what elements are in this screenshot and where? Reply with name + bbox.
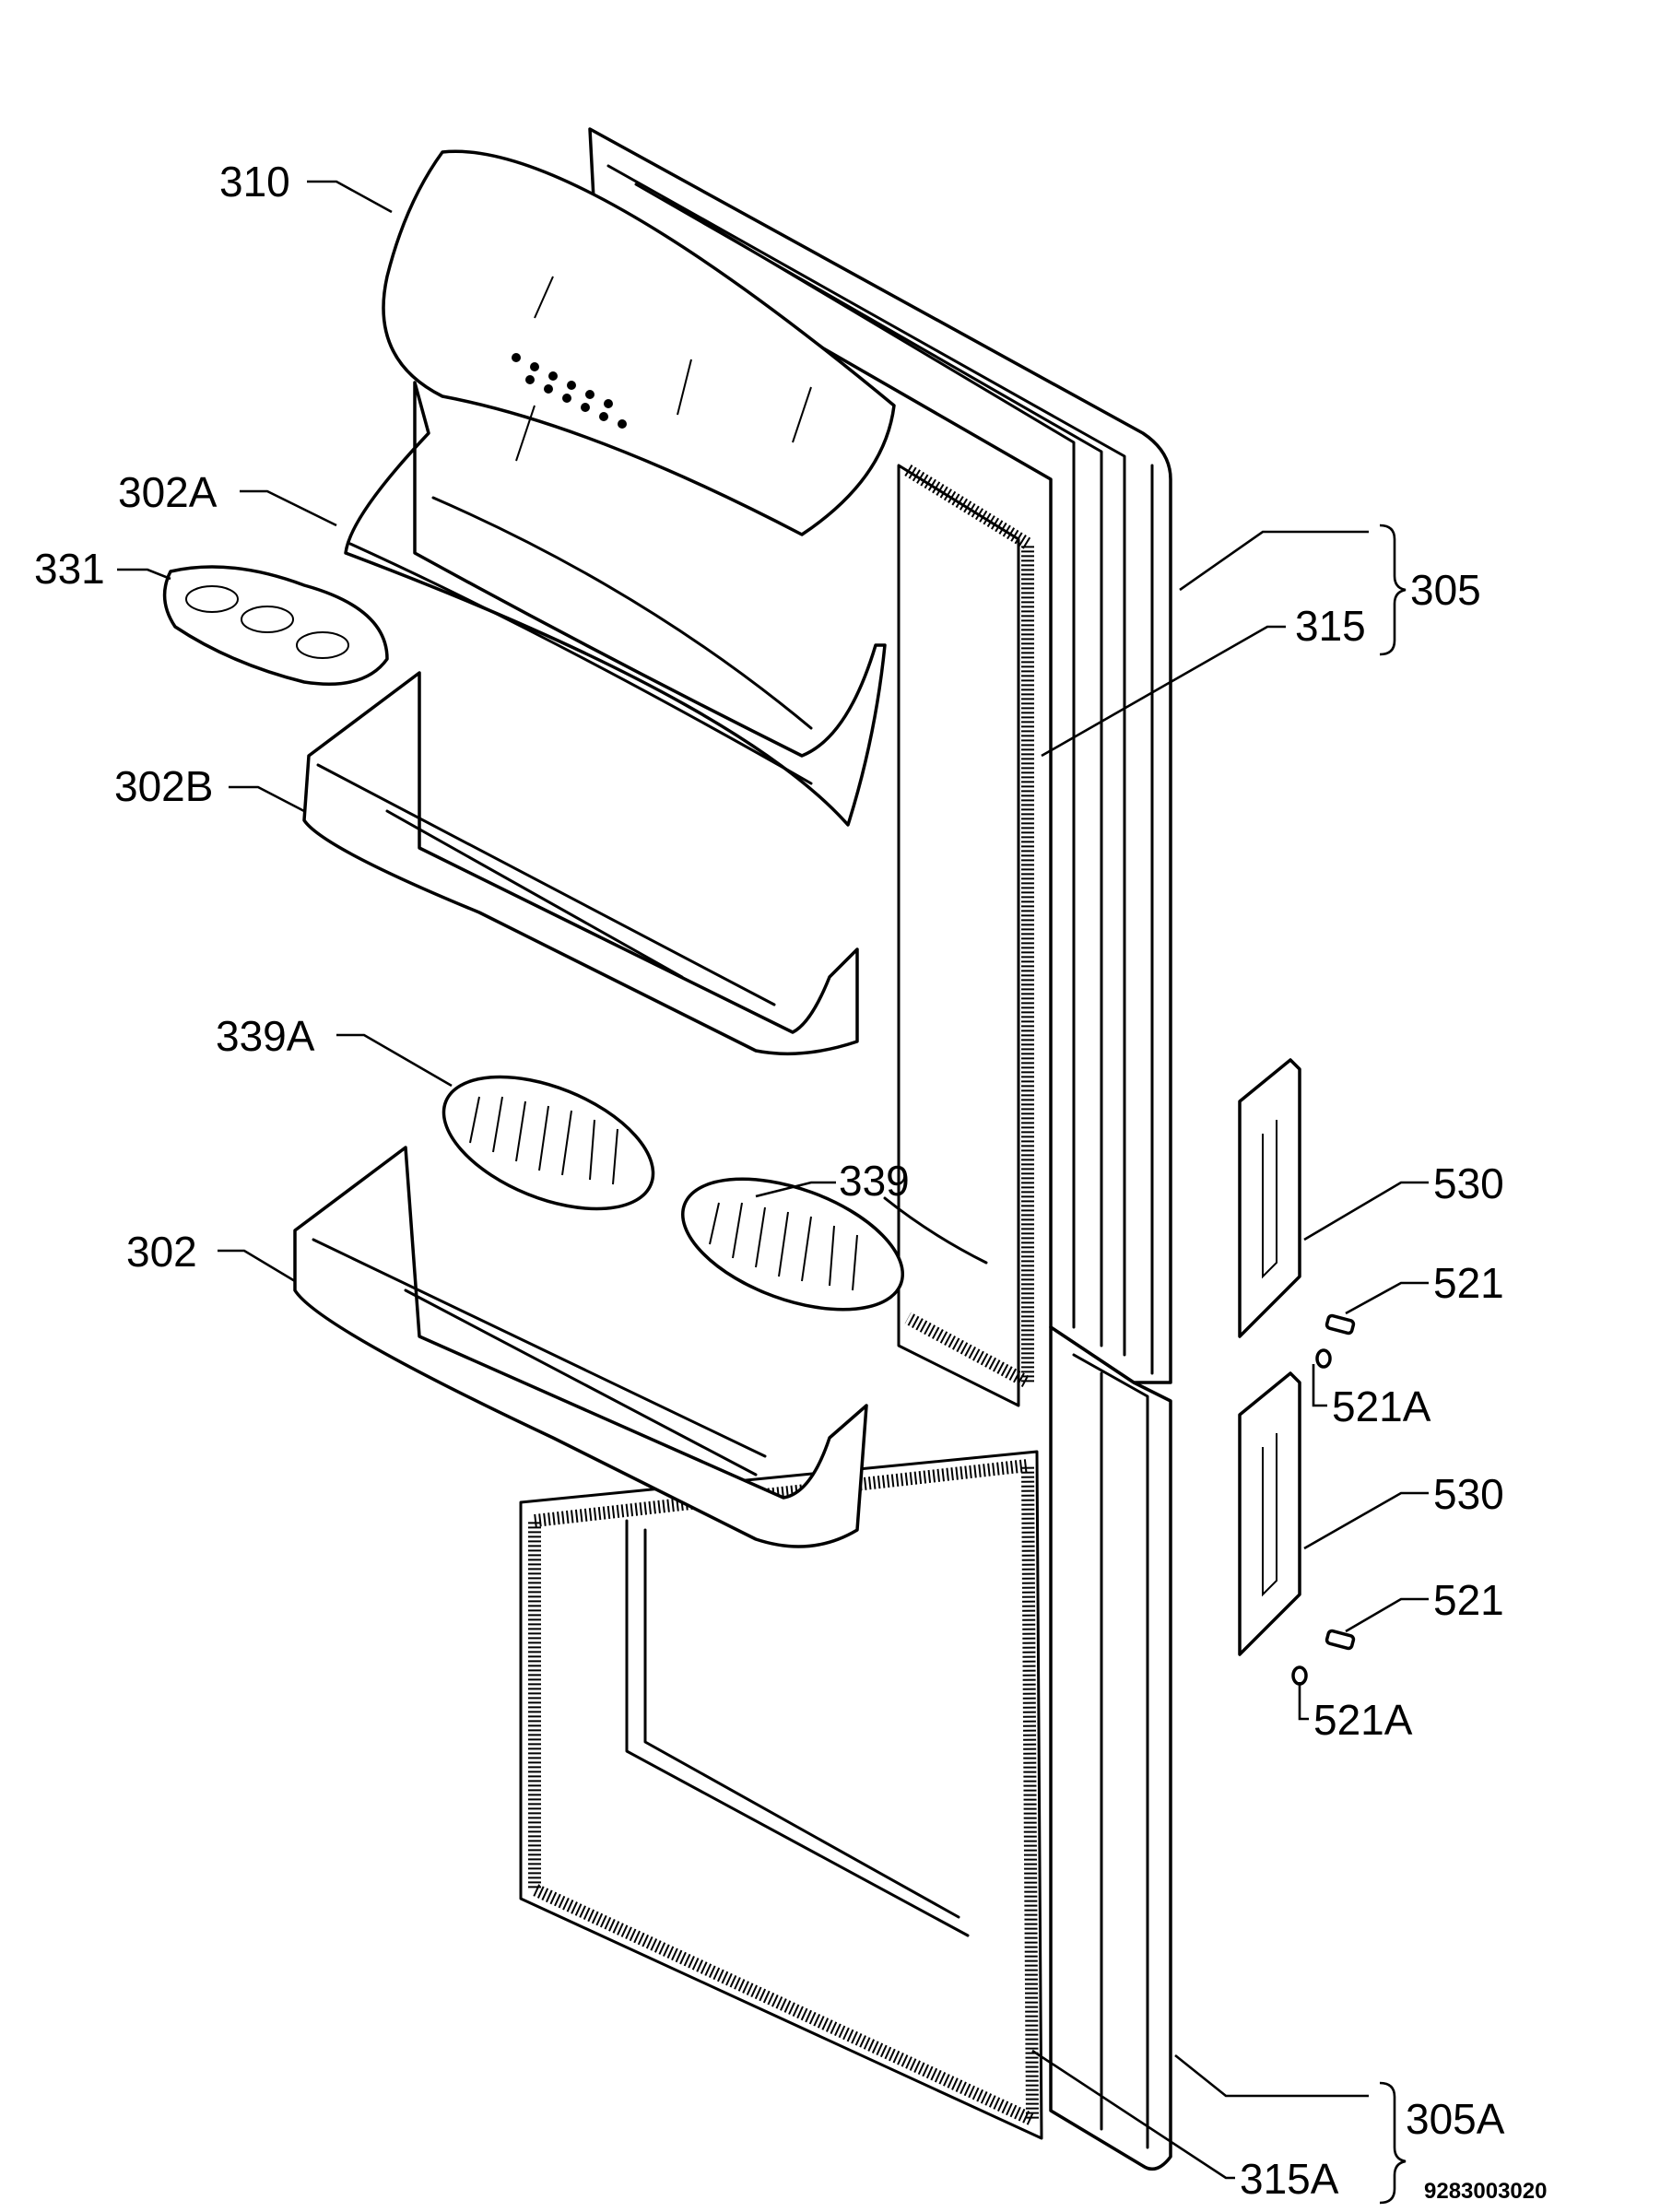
- label-530-bottom: 530: [1433, 1470, 1504, 1518]
- vent-holes: [512, 353, 627, 429]
- label-305: 305: [1410, 566, 1481, 614]
- brace-305: [1379, 524, 1407, 656]
- label-521-bottom: 521: [1433, 1576, 1504, 1624]
- label-339: 339: [839, 1157, 910, 1205]
- label-331: 331: [34, 545, 105, 593]
- part-339a-cover: [441, 1075, 655, 1211]
- lower-door: [519, 1325, 1172, 2171]
- part-331-egg-tray: [162, 565, 389, 686]
- label-530-top: 530: [1433, 1159, 1504, 1207]
- part-521a-washer-top: [1315, 1348, 1332, 1369]
- label-302b: 302B: [114, 762, 213, 810]
- upper-door: [588, 127, 1172, 1407]
- label-521a-bottom: 521A: [1313, 1696, 1413, 1744]
- part-labels: 310 302A 331 302B 339A 339 302 305 315 5…: [34, 158, 1547, 2204]
- label-339a: 339A: [216, 1012, 315, 1060]
- part-530-hinge-cover-top: [1238, 1058, 1301, 1338]
- part-302a-shelf: [344, 381, 887, 827]
- leader-lines: [117, 180, 1429, 2180]
- part-302-shelf: [293, 1146, 868, 1548]
- part-521a-washer-bottom: [1291, 1665, 1308, 1686]
- label-305a: 305A: [1406, 2095, 1505, 2143]
- brace-305a: [1379, 2081, 1407, 2205]
- part-530-hinge-cover-bottom: [1238, 1371, 1301, 1656]
- label-521a-top: 521A: [1332, 1382, 1431, 1430]
- label-302: 302: [126, 1228, 197, 1276]
- label-521-top: 521: [1433, 1259, 1504, 1307]
- label-315a: 315A: [1240, 2155, 1339, 2203]
- label-310: 310: [219, 158, 290, 206]
- part-521-screw-top: [1324, 1313, 1356, 1335]
- part-302b-shelf: [302, 671, 859, 1056]
- label-315: 315: [1295, 602, 1366, 650]
- document-number: 9283003020: [1424, 2179, 1547, 2204]
- part-310-cover: [382, 149, 896, 536]
- part-339-cover: [681, 1177, 904, 1312]
- label-302a: 302A: [118, 468, 218, 516]
- part-521-screw-bottom: [1324, 1629, 1356, 1651]
